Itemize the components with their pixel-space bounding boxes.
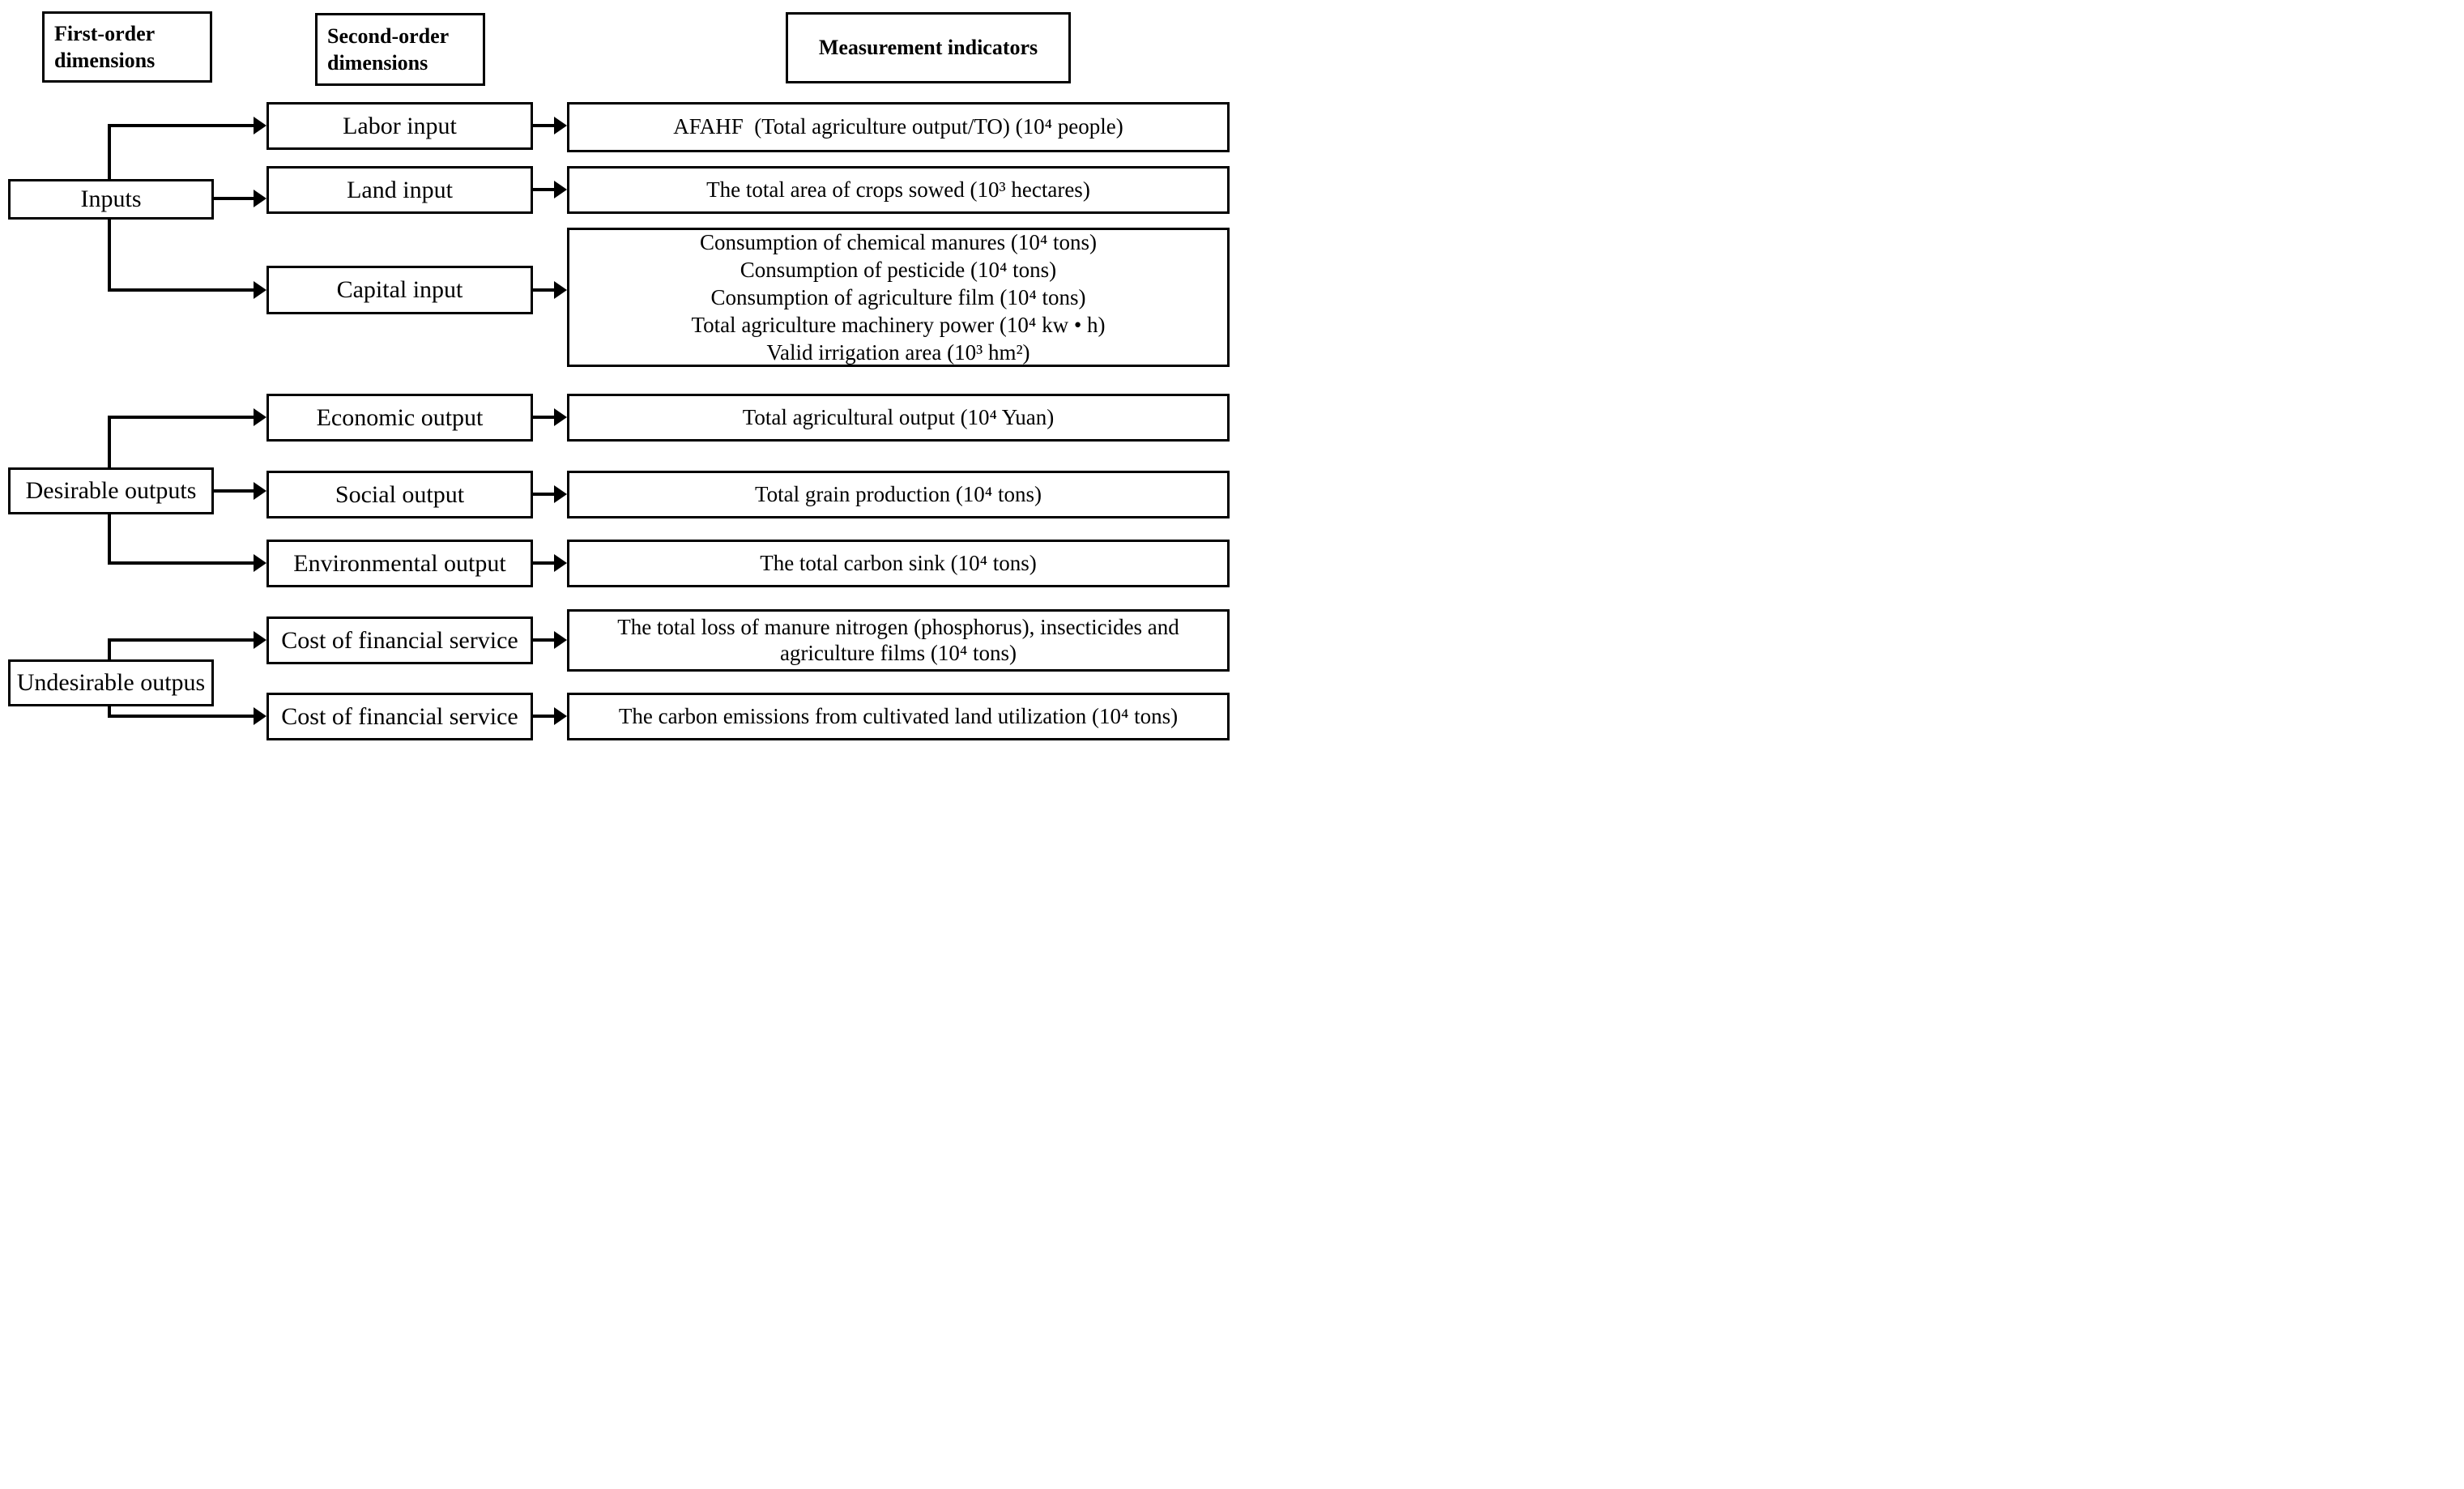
arrowhead-icon	[254, 554, 266, 572]
framework-diagram: First-order dimensions Second-order dime…	[0, 0, 1232, 744]
arrowhead-icon	[554, 554, 567, 572]
box-environmental-output: Environmental output	[266, 540, 533, 587]
indicator-social: Total grain production (10⁴ tons)	[567, 471, 1230, 518]
box-cost-financial-service-2: Cost of financial service	[266, 693, 533, 740]
arrowhead-icon	[554, 281, 567, 299]
connector-inputs-labor	[108, 124, 254, 127]
box-inputs: Inputs	[8, 179, 214, 220]
box-economic-output: Economic output	[266, 394, 533, 442]
indicator-economic: Total agricultural output (10⁴ Yuan)	[567, 394, 1230, 442]
connector-inputs-capital	[108, 288, 254, 292]
arrowhead-icon	[254, 281, 266, 299]
connector-undesirable-down	[108, 706, 111, 718]
connector-inputs-land	[214, 197, 254, 200]
indicator-capital-line-1: Consumption of chemical manures (10⁴ ton…	[699, 230, 1098, 254]
indicator-capital: Consumption of chemical manures (10⁴ ton…	[567, 228, 1230, 367]
arrowhead-icon	[554, 181, 567, 198]
arrowhead-icon	[254, 408, 266, 426]
connector-undesirable-cost1	[108, 638, 254, 642]
connector-social-indicator	[533, 493, 554, 496]
connector-economic-indicator	[533, 416, 554, 419]
box-desirable-outputs: Desirable outputs	[8, 467, 214, 514]
arrowhead-icon	[254, 117, 266, 134]
connector-undesirable-up	[108, 638, 111, 659]
arrowhead-icon	[254, 707, 266, 725]
indicator-cost-1: The total loss of manure nitrogen (phosp…	[567, 609, 1230, 672]
connector-desirable-social	[214, 489, 254, 493]
arrowhead-icon	[554, 485, 567, 503]
box-social-output: Social output	[266, 471, 533, 518]
connector-desirable-environmental	[108, 561, 254, 565]
arrowhead-icon	[254, 482, 266, 500]
box-capital-input: Capital input	[266, 266, 533, 314]
connector-cost1-indicator	[533, 638, 554, 642]
indicator-environmental: The total carbon sink (10⁴ tons)	[567, 540, 1230, 587]
connector-environmental-indicator	[533, 561, 554, 565]
connector-desirable-down	[108, 514, 111, 565]
connector-inputs-down	[108, 219, 111, 292]
connector-capital-indicator	[533, 288, 554, 292]
arrowhead-icon	[554, 707, 567, 725]
indicator-cost-2: The carbon emissions from cultivated lan…	[567, 693, 1230, 740]
arrowhead-icon	[254, 190, 266, 207]
indicator-capital-line-4: Total agriculture machinery power (10⁴ k…	[691, 313, 1106, 337]
arrowhead-icon	[554, 408, 567, 426]
connector-desirable-economic	[108, 416, 254, 419]
box-land-input: Land input	[266, 166, 533, 214]
indicator-capital-line-3: Consumption of agriculture film (10⁴ ton…	[710, 285, 1086, 309]
indicator-capital-line-5: Valid irrigation area (10³ hm²)	[766, 340, 1030, 365]
indicator-land: The total area of crops sowed (10³ hecta…	[567, 166, 1230, 214]
box-undesirable-outputs: Undesirable outpus	[8, 659, 214, 706]
connector-undesirable-cost2	[108, 715, 254, 718]
connector-cost2-indicator	[533, 715, 554, 718]
connector-desirable-up	[108, 416, 111, 467]
connector-inputs-up	[108, 124, 111, 179]
header-second-order-dimensions: Second-order dimensions	[315, 13, 485, 86]
connector-land-indicator	[533, 188, 554, 191]
box-labor-input: Labor input	[266, 102, 533, 150]
indicator-labor: AFAHF (Total agriculture output/TO) (10⁴…	[567, 102, 1230, 152]
arrowhead-icon	[554, 117, 567, 134]
header-measurement-indicators: Measurement indicators	[786, 12, 1071, 83]
connector-labor-indicator	[533, 124, 554, 127]
indicator-capital-line-2: Consumption of pesticide (10⁴ tons)	[740, 258, 1057, 282]
box-cost-financial-service-1: Cost of financial service	[266, 617, 533, 664]
header-first-order-dimensions: First-order dimensions	[42, 11, 212, 83]
arrowhead-icon	[254, 631, 266, 649]
arrowhead-icon	[554, 631, 567, 649]
